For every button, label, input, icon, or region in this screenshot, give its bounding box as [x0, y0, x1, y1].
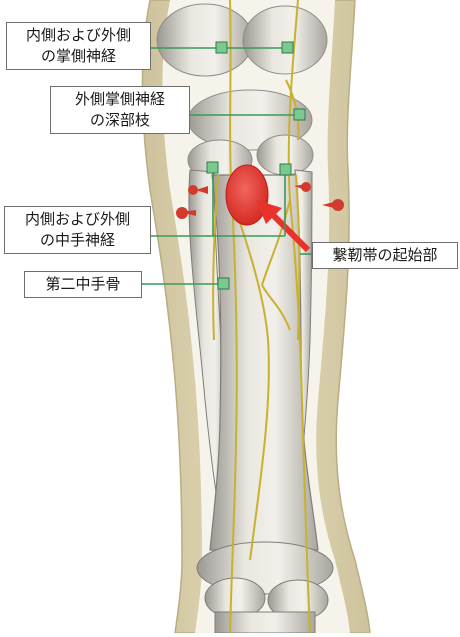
- label-suspensory-ligament-origin: 繋靭帯の起始部: [312, 242, 458, 269]
- label-deep-branch-lateral-palmar-nerve: 外側掌側神経 の深部枝: [50, 86, 190, 134]
- fetlock-joint: [197, 542, 333, 633]
- label-line: 内側および外側: [11, 209, 144, 230]
- label-medial-lateral-palmar-nerves: 内側および外側 の掌側神経: [6, 22, 151, 70]
- label-line: 繋靭帯の起始部: [319, 245, 451, 266]
- label-line: の掌側神経: [13, 46, 144, 67]
- label-line: の深部枝: [57, 110, 183, 131]
- label-second-metacarpal: 第二中手骨: [24, 271, 142, 298]
- label-line: 外側掌側神経: [57, 89, 183, 110]
- suspensory-ligament-origin-marker: [226, 165, 268, 225]
- label-medial-lateral-metacarpal-nerves: 内側および外側 の中手神経: [4, 206, 151, 254]
- label-line: の中手神経: [11, 230, 144, 251]
- label-line: 第二中手骨: [31, 274, 135, 295]
- label-line: 内側および外側: [13, 25, 144, 46]
